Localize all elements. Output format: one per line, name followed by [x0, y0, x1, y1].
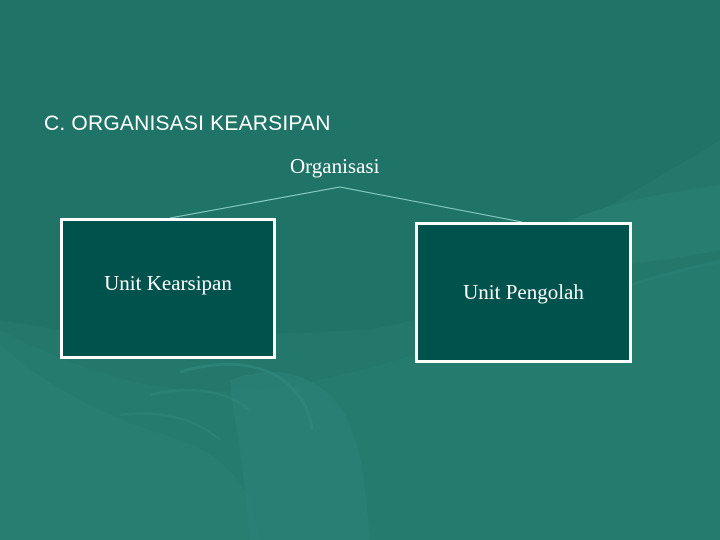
root-node-label: Organisasi — [290, 154, 380, 178]
connector-root-to-left — [169, 186, 341, 219]
node-unit-kearsipan: Unit Kearsipan — [60, 218, 276, 359]
node-unit-pengolah: Unit Pengolah — [415, 222, 632, 363]
node-unit-kearsipan-label: Unit Kearsipan — [104, 271, 232, 295]
connector-root-to-right — [339, 186, 523, 223]
node-unit-pengolah-label: Unit Pengolah — [463, 280, 584, 304]
slide-heading: C. ORGANISASI KEARSIPAN — [44, 112, 331, 135]
